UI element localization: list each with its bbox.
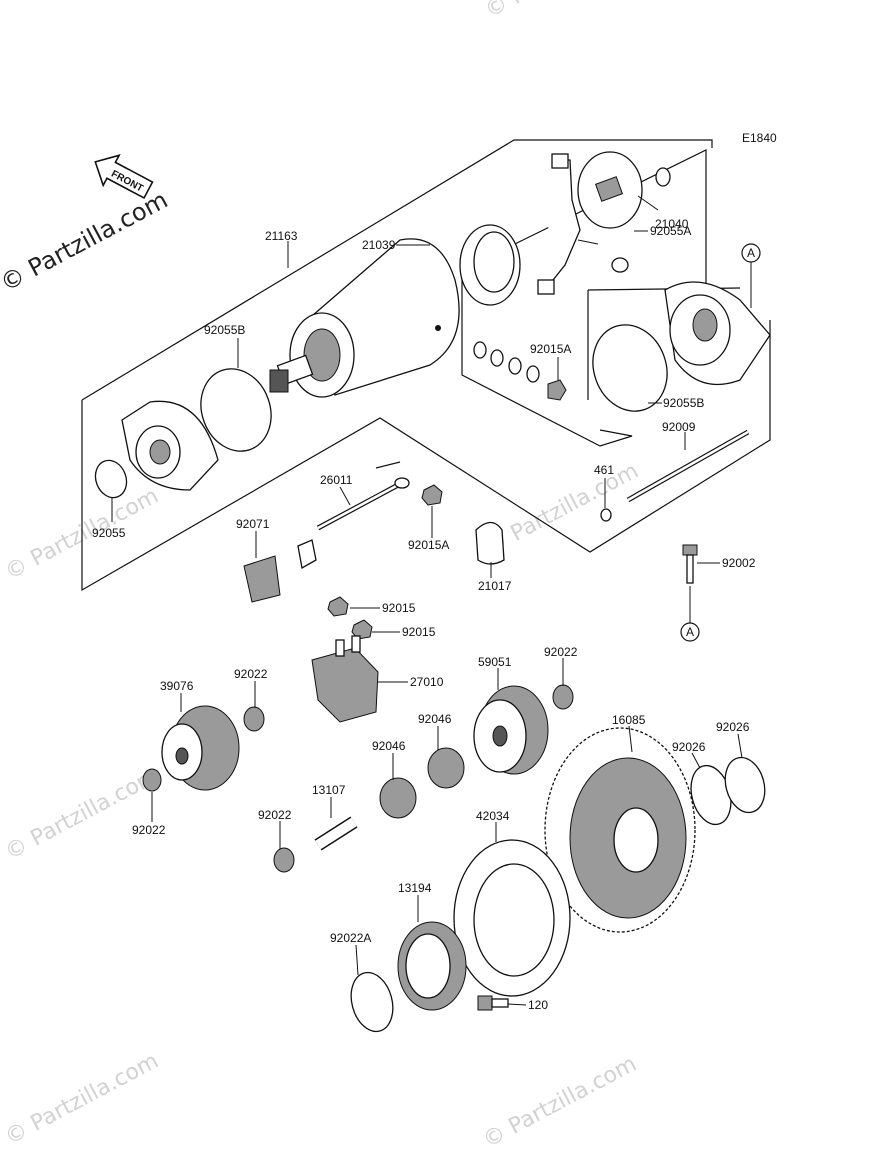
terminal-rod-part [297,477,410,570]
label-92026-b: 92026 [716,720,750,734]
washer-92022-a-part [243,706,265,732]
washer-92022-d-part [273,847,295,873]
svg-text:A: A [686,625,694,639]
label-92055: 92055 [92,526,126,540]
label-92022-d: 92022 [258,808,292,822]
ref-marker-a-top: A [741,243,761,308]
label-92002: 92002 [722,556,756,570]
bearing-92046-a-part [427,747,465,789]
bolt-92002-part [682,544,698,584]
watermark-faint: © Partzilla.com [481,459,643,561]
oring-92055b-right-part [592,324,668,412]
nut-92015a-mid-part [421,484,443,506]
label-27010: 27010 [410,675,444,689]
label-92015a-top: 92015A [530,342,571,356]
brush-plate-part [537,151,671,295]
through-bolt-part [626,429,750,503]
ring-gear-16085-part [544,727,696,933]
washer-92022a-part [350,971,394,1033]
label-92015-b: 92015 [402,625,436,639]
brush-holder-part [459,224,521,306]
ref-marker-a-bottom: A [680,586,700,642]
label-39076: 39076 [160,679,194,693]
label-21017: 21017 [478,579,512,593]
ring-92026-b-part [724,756,766,814]
label-92071: 92071 [236,517,270,531]
label-21039: 21039 [362,238,396,252]
oring-92055-part [94,459,128,499]
label-16085: 16085 [612,713,646,727]
label-92015-a: 92015 [382,601,416,615]
oring-92055a-part [611,257,629,273]
washer-stack-part [473,341,567,401]
starter-motor-part [269,238,460,398]
label-92026-a: 92026 [672,740,706,754]
end-cover-right-part [664,281,771,386]
bearing-92046-b-part [379,777,417,819]
svg-text:A: A [747,246,755,260]
label-21163: 21163 [265,229,298,243]
watermark-faint: © Partzilla.com [1,1049,163,1151]
label-92055b-right: 92055B [663,396,704,410]
gear-59051-part [473,685,549,775]
oring-92055b-left-part [200,368,272,452]
watermark-main: © Partzilla.com [0,186,172,298]
clutch-13194-part [397,921,467,1011]
label-92022-c: 92022 [132,823,166,837]
label-26011: 26011 [320,473,353,487]
cover-21017-part [475,521,505,565]
clutch-housing-42034-part [453,839,571,997]
label-42034: 42034 [476,809,510,823]
label-120: 120 [528,998,548,1012]
label-92015a-mid: 92015A [408,538,449,552]
terminal-cap-part [243,555,281,603]
washer-92022-b-part [552,684,574,710]
shaft-13107-part [314,816,358,851]
label-92055a: 92055A [650,224,691,238]
label-92009: 92009 [662,420,696,434]
label-461: 461 [594,463,614,477]
bolt-120-part [477,995,509,1011]
watermark-faint: © Partzilla.com [481,0,643,23]
end-cover-left-part [121,400,219,491]
label-92046-a: 92046 [418,712,452,726]
label-92055b-left: 92055B [204,323,245,337]
washer-461-part [600,508,612,522]
label-92046-b: 92046 [372,739,406,753]
nut-92015-b-part [351,619,373,640]
watermark-faint: © Partzilla.com [1,764,163,866]
label-92022-b: 92022 [544,645,578,659]
label-59051: 59051 [478,655,512,669]
label-92022a: 92022A [330,931,371,945]
nut-92015-a-part [327,596,349,617]
label-92022-a: 92022 [234,667,268,681]
label-21040: 21040 [655,217,689,231]
washer-92022-c-part [142,768,162,792]
part-labels: 21163 21039 21040 92055A 92055B 92015A 9… [92,217,756,1012]
leader-lines [111,195,743,1006]
watermark-faint: © Partzilla.com [479,1052,641,1154]
label-13194: 13194 [398,881,432,895]
gear-39076-part [161,705,240,791]
relay-part [311,635,379,723]
label-13107: 13107 [312,783,346,797]
diagram-code: E1840 [742,131,777,145]
starter-motor-frame [81,139,771,592]
